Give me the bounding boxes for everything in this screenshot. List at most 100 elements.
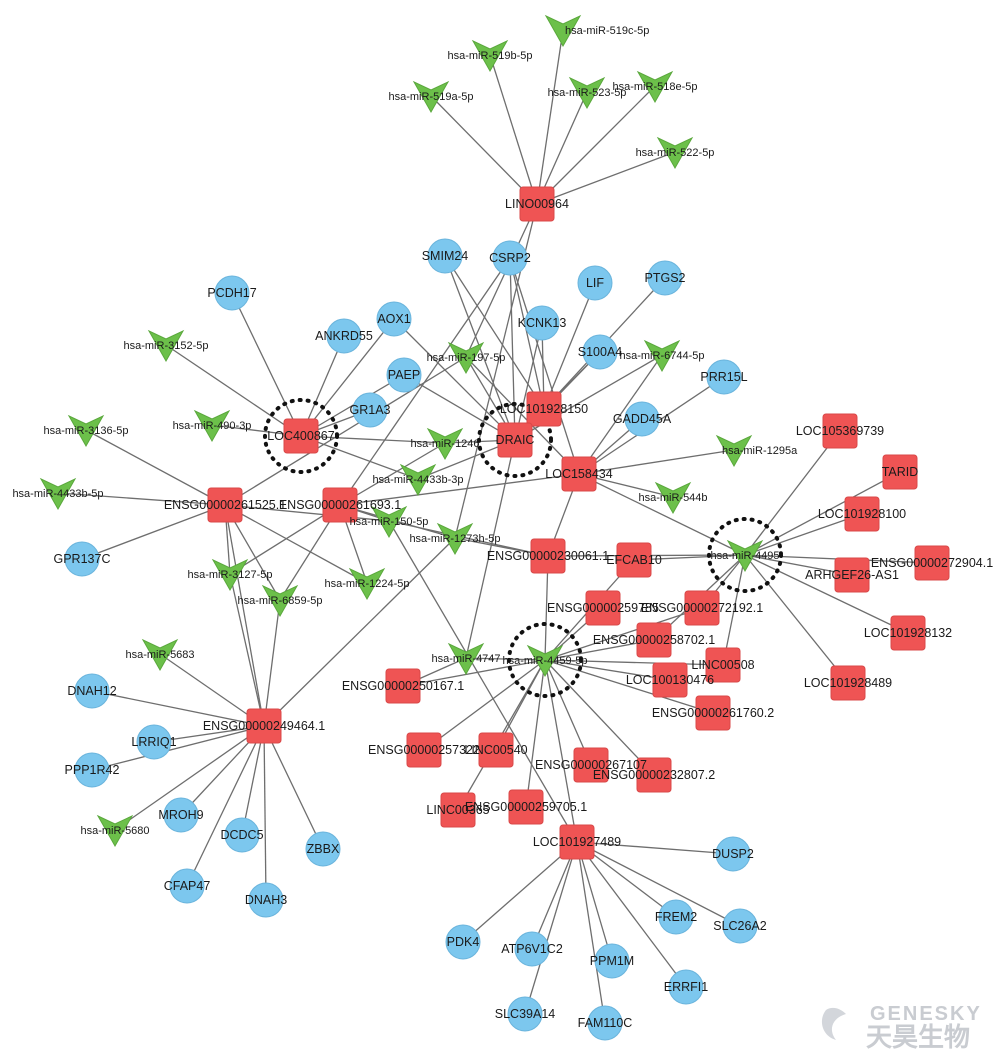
node-hsa-mir-1224-5p[interactable] <box>348 567 386 601</box>
node-paep[interactable] <box>386 357 422 393</box>
node-gpr137c[interactable] <box>64 541 100 577</box>
node-efcab10[interactable] <box>616 542 652 578</box>
node-ensg00000272904-1[interactable] <box>914 545 950 581</box>
node-hsa-mir-522-5p[interactable] <box>656 136 694 170</box>
node-zbbx[interactable] <box>305 831 341 867</box>
node-loc100130476[interactable] <box>652 662 688 698</box>
node-ensg00000250167-1[interactable] <box>385 668 421 704</box>
node-hsa-mir-150-5p[interactable] <box>370 505 408 539</box>
node-hsa-mir-1295a[interactable] <box>715 434 753 468</box>
node-ensg00000261693-1[interactable] <box>322 487 358 523</box>
edge-loc101927489--atp6v1c2 <box>531 841 578 950</box>
node-lrriq1[interactable] <box>136 724 172 760</box>
node-hsa-mir-519a-5p[interactable] <box>412 80 450 114</box>
node-prr15l[interactable] <box>706 359 742 395</box>
node-hsa-mir-4459-5p[interactable] <box>526 644 564 678</box>
node-hsa-mir-4433b-3p[interactable] <box>399 463 437 497</box>
node-s100a4[interactable] <box>582 334 618 370</box>
node-draic[interactable] <box>497 422 533 458</box>
node-frem2[interactable] <box>658 899 694 935</box>
node-hsa-mir-490-3p[interactable] <box>193 409 231 443</box>
node-ensg00000259785[interactable] <box>585 590 621 626</box>
lncrna-square-icon <box>616 542 652 578</box>
node-label: hsa-miR-5683 <box>125 649 194 661</box>
node-ensg00000232807-2[interactable] <box>636 757 672 793</box>
node-gr1a3[interactable] <box>352 392 388 428</box>
node-label: hsa-miR-3136-5p <box>44 425 129 437</box>
node-dnah3[interactable] <box>248 882 284 918</box>
node-ensg00000249464-1[interactable] <box>246 708 282 744</box>
node-aox1[interactable] <box>376 301 412 337</box>
node-smim24[interactable] <box>427 238 463 274</box>
node-pdk4[interactable] <box>445 924 481 960</box>
node-hsa-mir-1246[interactable] <box>426 427 464 461</box>
logo-brand: GENESKY <box>870 1003 982 1025</box>
node-hsa-mir-544b[interactable] <box>654 481 692 515</box>
node-ensg00000259705-1[interactable] <box>508 789 544 825</box>
node-arhgef26-as1[interactable] <box>834 557 870 593</box>
node-label: ENSG00000261693.1 <box>279 498 401 512</box>
node-hsa-mir-5683[interactable] <box>141 638 179 672</box>
node-hsa-mir-4433b-5p[interactable] <box>39 477 77 511</box>
node-hsa-mir-519c-5p[interactable] <box>544 14 582 48</box>
node-ppp1r42[interactable] <box>74 752 110 788</box>
node-ensg00000230061-1[interactable] <box>530 538 566 574</box>
node-lino00964[interactable] <box>519 186 555 222</box>
node-loc101927489[interactable] <box>559 824 595 860</box>
node-hsa-mir-4495[interactable] <box>726 539 764 573</box>
node-hsa-mir-4747[interactable] <box>447 642 485 676</box>
node-csrp2[interactable] <box>492 240 528 276</box>
node-pcdh17[interactable] <box>214 275 250 311</box>
node-dnah12[interactable] <box>74 673 110 709</box>
node-loc101928132[interactable] <box>890 615 926 651</box>
node-loc158434[interactable] <box>561 456 597 492</box>
node-label: ENSG00000249464.1 <box>203 719 325 733</box>
node-loc400867[interactable] <box>283 418 319 454</box>
node-label: DUSP2 <box>712 847 754 861</box>
node-ankrd55[interactable] <box>326 318 362 354</box>
node-hsa-mir-523-5p[interactable] <box>568 76 606 110</box>
node-loc101928100[interactable] <box>844 496 880 532</box>
node-hsa-mir-6859-5p[interactable] <box>261 584 299 618</box>
node-hsa-mir-3127-5p[interactable] <box>211 558 249 592</box>
node-ensg00000272192-1[interactable] <box>684 590 720 626</box>
node-ppm1m[interactable] <box>594 943 630 979</box>
node-hsa-mir-3152-5p[interactable] <box>147 329 185 363</box>
node-slc26a2[interactable] <box>722 908 758 944</box>
node-hsa-mir-3136-5p[interactable] <box>67 414 105 448</box>
node-ptgs2[interactable] <box>647 260 683 296</box>
node-ensg00000261525-1[interactable] <box>207 487 243 523</box>
node-ensg00000267107[interactable] <box>573 747 609 783</box>
node-gadd45a[interactable] <box>624 401 660 437</box>
node-ensg00000261760-2[interactable] <box>695 695 731 731</box>
node-label: hsa-miR-1224-5p <box>325 578 410 590</box>
node-errfi1[interactable] <box>668 969 704 1005</box>
node-mroh9[interactable] <box>163 797 199 833</box>
node-hsa-mir-1273h-5p[interactable] <box>436 522 474 556</box>
node-loc101928489[interactable] <box>830 665 866 701</box>
node-fam110c[interactable] <box>587 1005 623 1041</box>
node-linc00365[interactable] <box>440 792 476 828</box>
node-slc39a14[interactable] <box>507 996 543 1032</box>
lncrna-square-icon <box>385 668 421 704</box>
node-loc105369739[interactable] <box>822 413 858 449</box>
edge-ensg00000249464-1--hsa-mir-5680 <box>114 725 265 831</box>
node-hsa-mir-5680[interactable] <box>96 814 134 848</box>
node-ensg00000258702-1[interactable] <box>636 622 672 658</box>
node-linc00508[interactable] <box>705 647 741 683</box>
node-linc00540[interactable] <box>478 732 514 768</box>
node-hsa-mir-518e-5p[interactable] <box>636 70 674 104</box>
node-hsa-mir-197-5p[interactable] <box>447 341 485 375</box>
node-loc101928150[interactable] <box>526 391 562 427</box>
node-dcdc5[interactable] <box>224 817 260 853</box>
node-lif[interactable] <box>577 265 613 301</box>
node-cfap47[interactable] <box>169 868 205 904</box>
node-dusp2[interactable] <box>715 836 751 872</box>
node-label: LINC00508 <box>691 658 754 672</box>
node-kcnk13[interactable] <box>524 305 560 341</box>
node-ensg00000257322[interactable] <box>406 732 442 768</box>
node-hsa-mir-6744-5p[interactable] <box>643 339 681 373</box>
node-atp6v1c2[interactable] <box>514 931 550 967</box>
node-tarid[interactable] <box>882 454 918 490</box>
node-hsa-mir-519b-5p[interactable] <box>471 39 509 73</box>
